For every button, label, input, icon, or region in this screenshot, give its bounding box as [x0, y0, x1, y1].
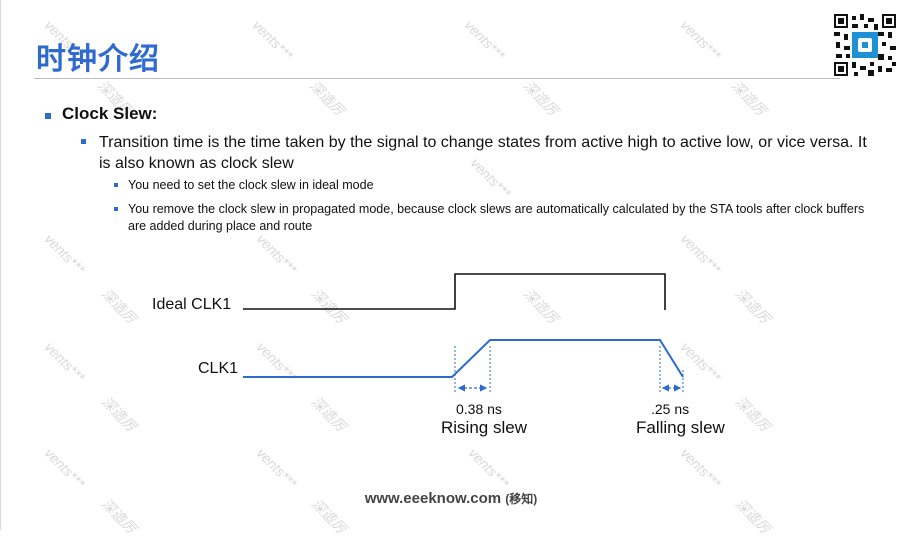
- clk-waveform: [243, 339, 684, 378]
- ideal-clk-label: Ideal CLK1: [152, 296, 232, 313]
- title-divider: [34, 78, 840, 79]
- left-border: [0, 0, 1, 530]
- falling-slew-caption: Falling slew: [636, 418, 725, 437]
- sub-bullet-1: You need to set the clock slew in ideal …: [128, 178, 374, 192]
- footer-note: (移知): [505, 492, 538, 506]
- page-title: 时钟介绍: [36, 42, 160, 77]
- ideal-clk-waveform: [243, 273, 666, 310]
- bullet-marker: [45, 113, 51, 119]
- footer-url: www.eeeknow.com: [364, 490, 502, 507]
- footer: www.eeeknow.com (移知): [0, 490, 902, 507]
- rising-slew-caption: Rising slew: [441, 418, 527, 437]
- bullet-marker: [114, 183, 118, 187]
- section-heading: Clock Slew:: [62, 104, 158, 123]
- falling-slew-value: .25 ns: [651, 401, 690, 417]
- qr-code-icon: [834, 14, 896, 76]
- sub-bullet-2: You remove the clock slew in propagated …: [128, 202, 865, 233]
- body-text: Transition time is the time taken by the…: [99, 134, 867, 172]
- bullet-marker: [81, 139, 86, 144]
- rising-slew-value: 0.38 ns: [456, 401, 502, 417]
- bullet-marker: [114, 207, 118, 211]
- clk-label: CLK1: [198, 360, 239, 377]
